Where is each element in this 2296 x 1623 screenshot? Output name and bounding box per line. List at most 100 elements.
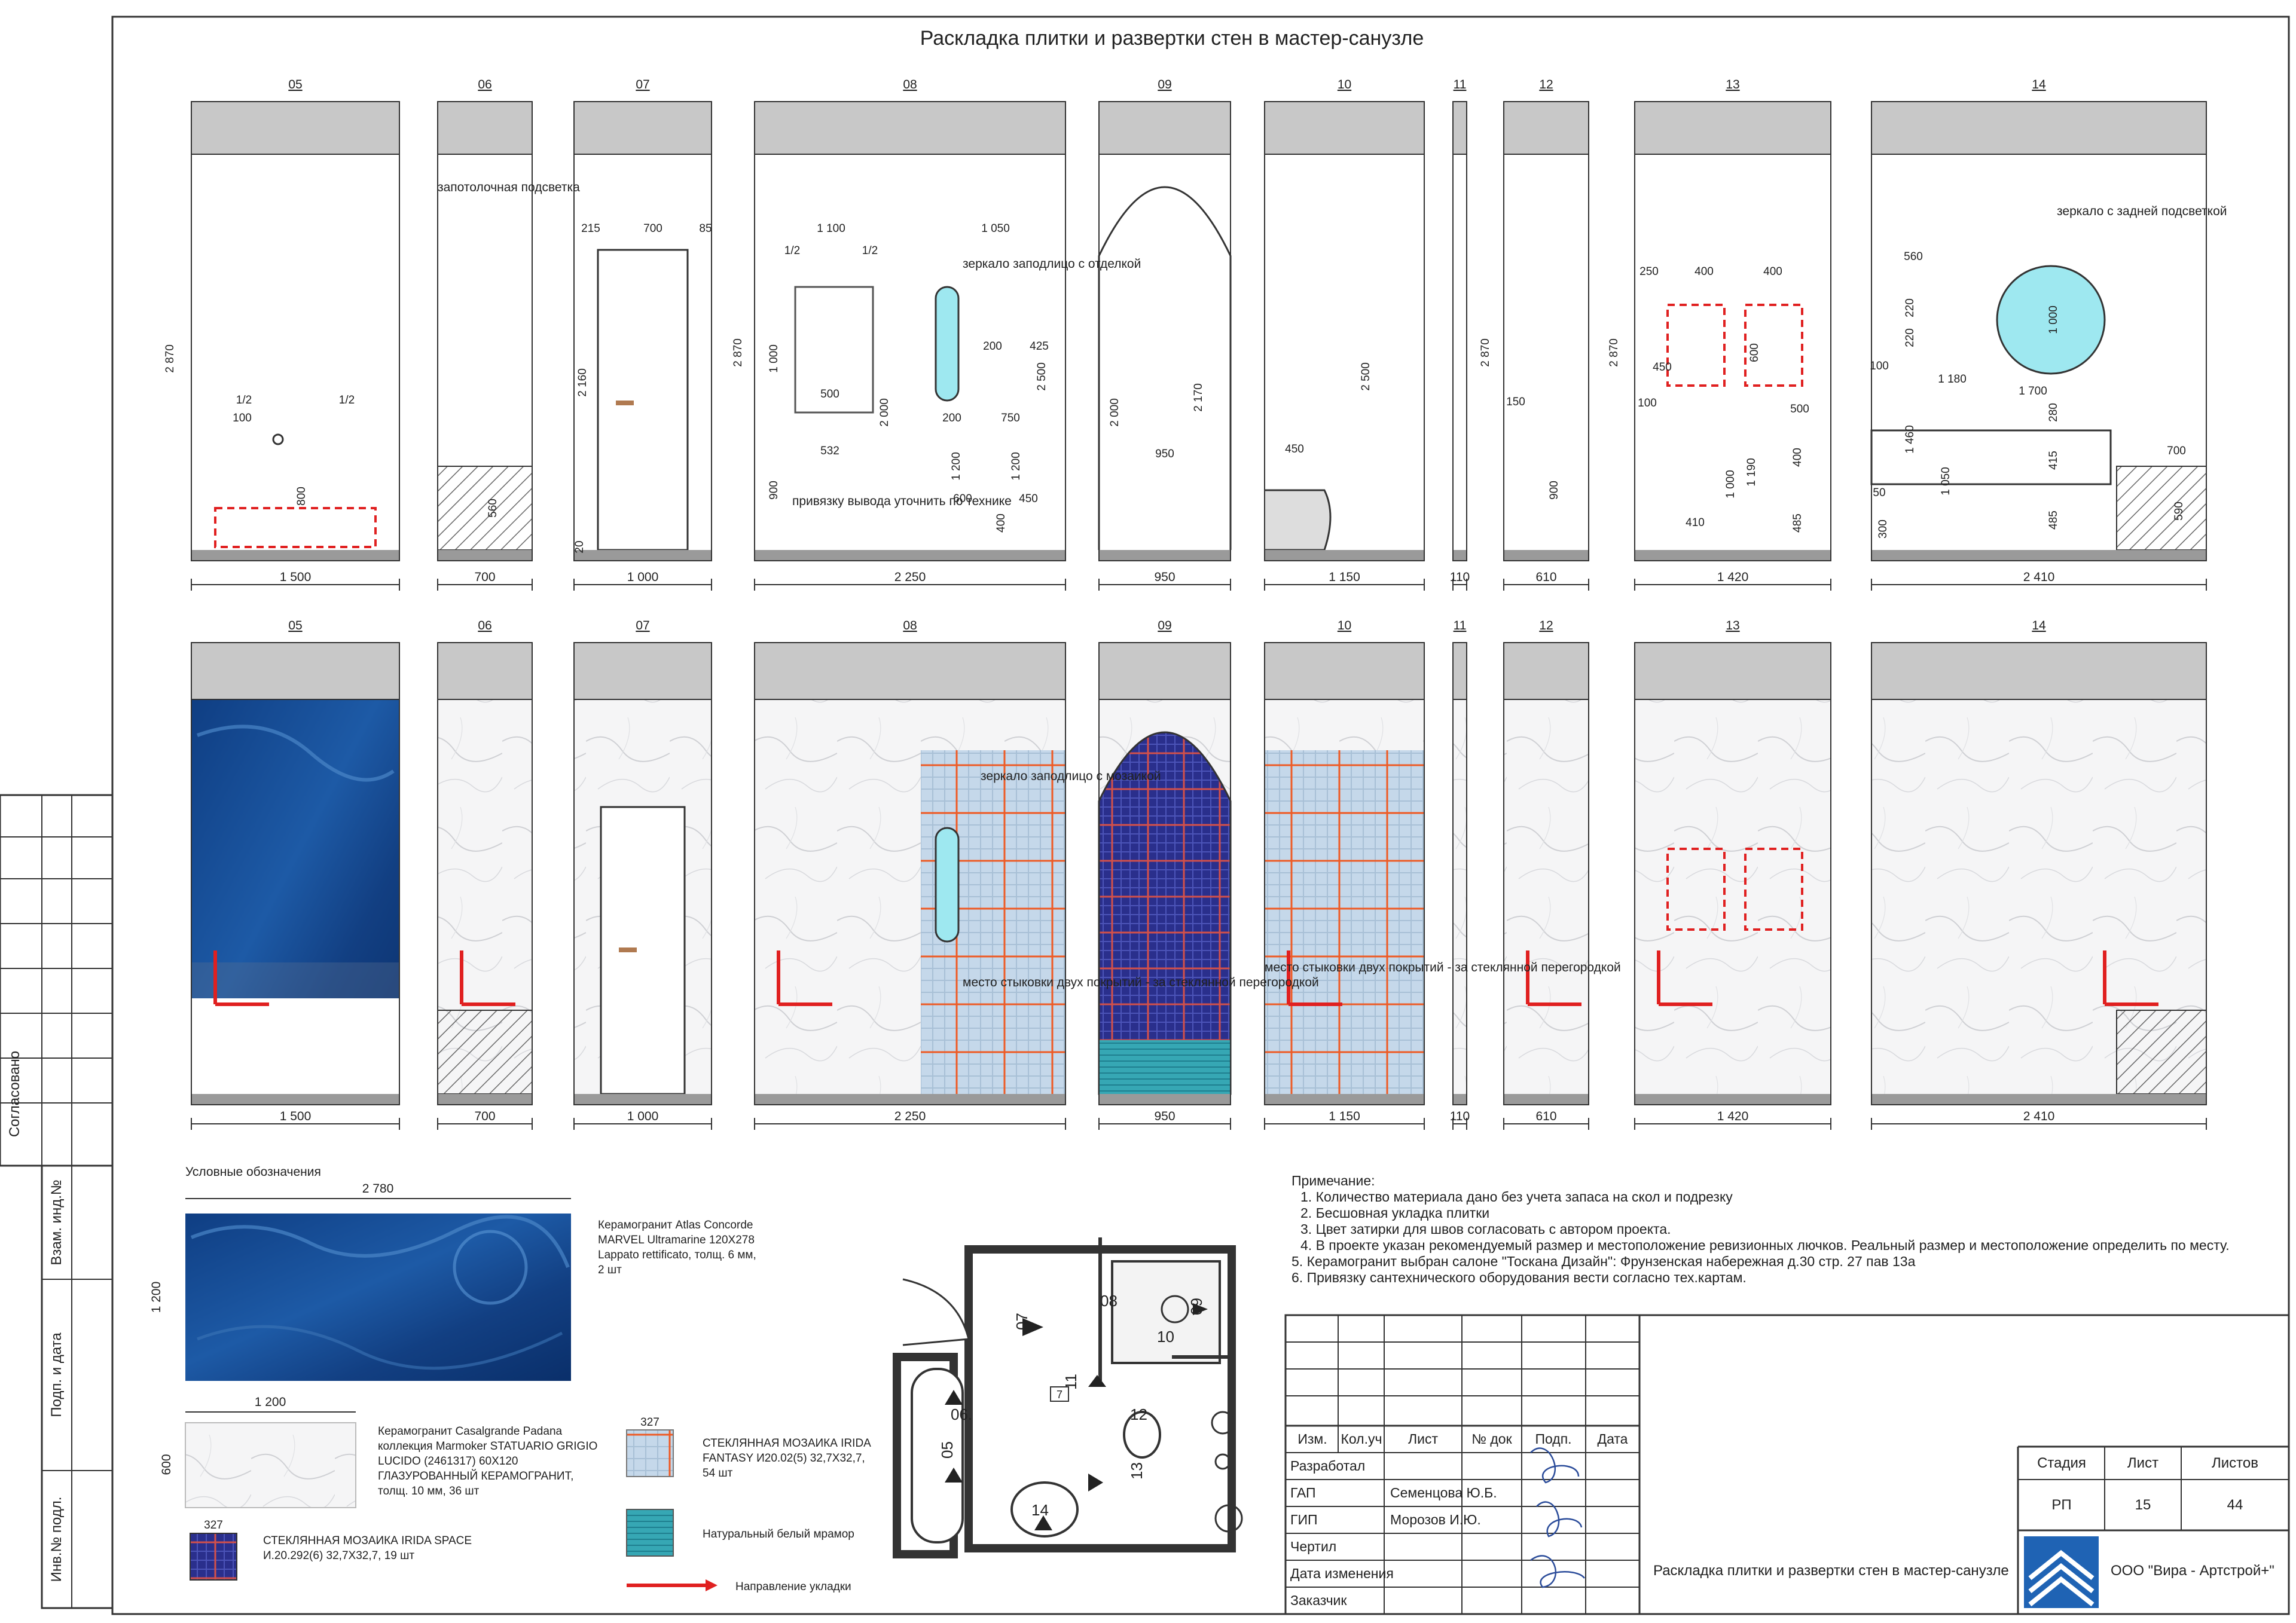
- elevation-dim-13: 131 420: [1634, 78, 1831, 591]
- side-stamp: Согласовано Взам. инд.№ Подп. и дата Инв…: [0, 794, 114, 1609]
- legend-white-text-2: коллекция Marmoker STATUARIO GRIGIO: [378, 1440, 597, 1453]
- legend-blue-tile-swatch: [185, 1214, 571, 1381]
- plan-label-06: 06.: [951, 1405, 972, 1423]
- wall-label: 10: [1338, 78, 1351, 91]
- dimension-d1050b: 1 050: [1940, 467, 1952, 496]
- dimension-d950: 950: [1155, 448, 1174, 460]
- wall-label: 11: [1454, 619, 1467, 632]
- wall-label: 09: [1158, 78, 1171, 91]
- wall-width: 2 250: [894, 570, 926, 584]
- wall-outline: [1098, 101, 1231, 561]
- wall-label: 08: [903, 619, 917, 632]
- wall-width: 1 500: [280, 570, 312, 584]
- ceiling-band: [1503, 642, 1589, 700]
- dimension-d300: 300: [1877, 519, 1889, 539]
- note-4: 4. В проекте указан рекомендуемый размер…: [1300, 1237, 2230, 1253]
- wall-width: 1 150: [1329, 570, 1360, 584]
- wall-width: 110: [1450, 570, 1470, 584]
- shower-outlet: [272, 433, 284, 445]
- dimension-d85: 85: [699, 222, 712, 235]
- wall-finish: [1635, 699, 1831, 1094]
- wall-label: 12: [1539, 619, 1553, 632]
- elevation-dim-08: 082 250: [754, 78, 1066, 591]
- floor-band: [755, 550, 1065, 561]
- wall-outline: [1264, 101, 1425, 561]
- ceiling-band: [754, 101, 1066, 155]
- dimension-d560: 560: [1904, 250, 1923, 263]
- floor-band: [438, 1094, 532, 1105]
- dimension-d1460: 1 460: [1904, 425, 1916, 454]
- elevation-tile-07: 07 1 000: [573, 619, 712, 1130]
- ceiling-band: [1452, 642, 1467, 700]
- mirror: [935, 286, 960, 402]
- marble-bench: [1099, 1040, 1231, 1094]
- wall-label: 12: [1539, 78, 1553, 91]
- elevation-tile-13: 13 1 420: [1634, 619, 1831, 1130]
- tb-role-1: Разработал: [1290, 1458, 1365, 1474]
- dimension-d1050: 1 050: [981, 222, 1010, 235]
- mosaic-fantasy: [1265, 750, 1424, 1094]
- tb-name-2: Семенцова Ю.Б.: [1390, 1485, 1497, 1500]
- wall-face: [1504, 154, 1589, 550]
- floor-band: [1453, 550, 1467, 561]
- wall-outline: [754, 642, 1066, 1105]
- floor-band: [1871, 1094, 2206, 1105]
- dimension-half: 1/2: [862, 244, 878, 257]
- elevation-dim-05: 051 500: [191, 78, 400, 591]
- dimension-d2170: 2 170: [1192, 383, 1205, 412]
- legend-marble-text: Натуральный белый мрамор: [703, 1528, 854, 1541]
- floor-band: [1635, 1094, 1831, 1105]
- floor-band: [1453, 1094, 1467, 1105]
- ceiling-band: [1503, 101, 1589, 155]
- bottom-annotations: зеркало заподлицо с мозаикой место стыко…: [963, 769, 1621, 989]
- door-handle: [619, 947, 637, 952]
- note-outlet: привязку вывода уточнить по технике: [792, 494, 1012, 508]
- dimension-d1000: 1 000: [768, 344, 780, 373]
- wall-label: 09: [1158, 619, 1171, 632]
- tb-col-izm: Изм.: [1297, 1431, 1327, 1447]
- wall-width: 1 420: [1717, 1109, 1749, 1123]
- wall-label: 13: [1726, 619, 1739, 632]
- note-mirror-backlit: зеркало с задней подсветкой: [2057, 204, 2227, 218]
- dimension-d100: 100: [1638, 397, 1657, 409]
- legend-direction-text: Направление укладки: [735, 1581, 851, 1593]
- note-seam-10: место стыковки двух покрытий - за стекля…: [1265, 961, 1621, 974]
- dimension-d2000: 2 000: [878, 398, 891, 427]
- dimension-h2870: 2 870: [164, 344, 176, 373]
- plan-label-14: 14: [1031, 1501, 1049, 1519]
- dimension-d450: 450: [1653, 361, 1672, 374]
- dimension-d150: 150: [1506, 396, 1525, 408]
- wall-width: 2 250: [894, 1109, 926, 1123]
- round-mirror: [1996, 265, 2106, 375]
- note-1: 1. Количество материала дано без учета з…: [1300, 1189, 1733, 1205]
- service-hatch: [1744, 848, 1803, 931]
- dimension-d425: 425: [1030, 340, 1049, 353]
- wall-width: 1 000: [627, 1109, 659, 1123]
- floor-band: [1871, 550, 2206, 561]
- dimension-d400: 400: [1791, 448, 1804, 467]
- wall-label: 07: [636, 78, 649, 91]
- legend-fantasy-text-1: СТЕКЛЯННАЯ МОЗАИКА IRIDA: [703, 1437, 871, 1450]
- wall-outline: [1634, 642, 1831, 1105]
- wall-finish: [1504, 699, 1589, 1094]
- dimension-d220: 220: [1904, 328, 1916, 347]
- stamp-agreed: Согласовано: [7, 1051, 23, 1137]
- tb-role-2: ГАП: [1290, 1485, 1316, 1500]
- note-3: 3. Цвет затирки для швов согласовать с а…: [1300, 1221, 1671, 1237]
- wall-outline: [1264, 642, 1425, 1105]
- dimension-d2500: 2 500: [1036, 362, 1048, 391]
- wall-label: 07: [636, 619, 649, 632]
- door-handle: [616, 401, 634, 405]
- tb-name-3: Морозов И.Ю.: [1390, 1512, 1481, 1527]
- signature-3: [1530, 1555, 1585, 1588]
- wall-width: 110: [1450, 1109, 1470, 1123]
- wall-label: 14: [2032, 619, 2046, 632]
- tb-role-6: Заказчик: [1290, 1593, 1347, 1608]
- floor-band: [1099, 1094, 1231, 1105]
- dimension-d1700: 1 700: [2019, 385, 2047, 398]
- wall-finish: [1453, 699, 1467, 1094]
- mirror-frame: [794, 286, 874, 414]
